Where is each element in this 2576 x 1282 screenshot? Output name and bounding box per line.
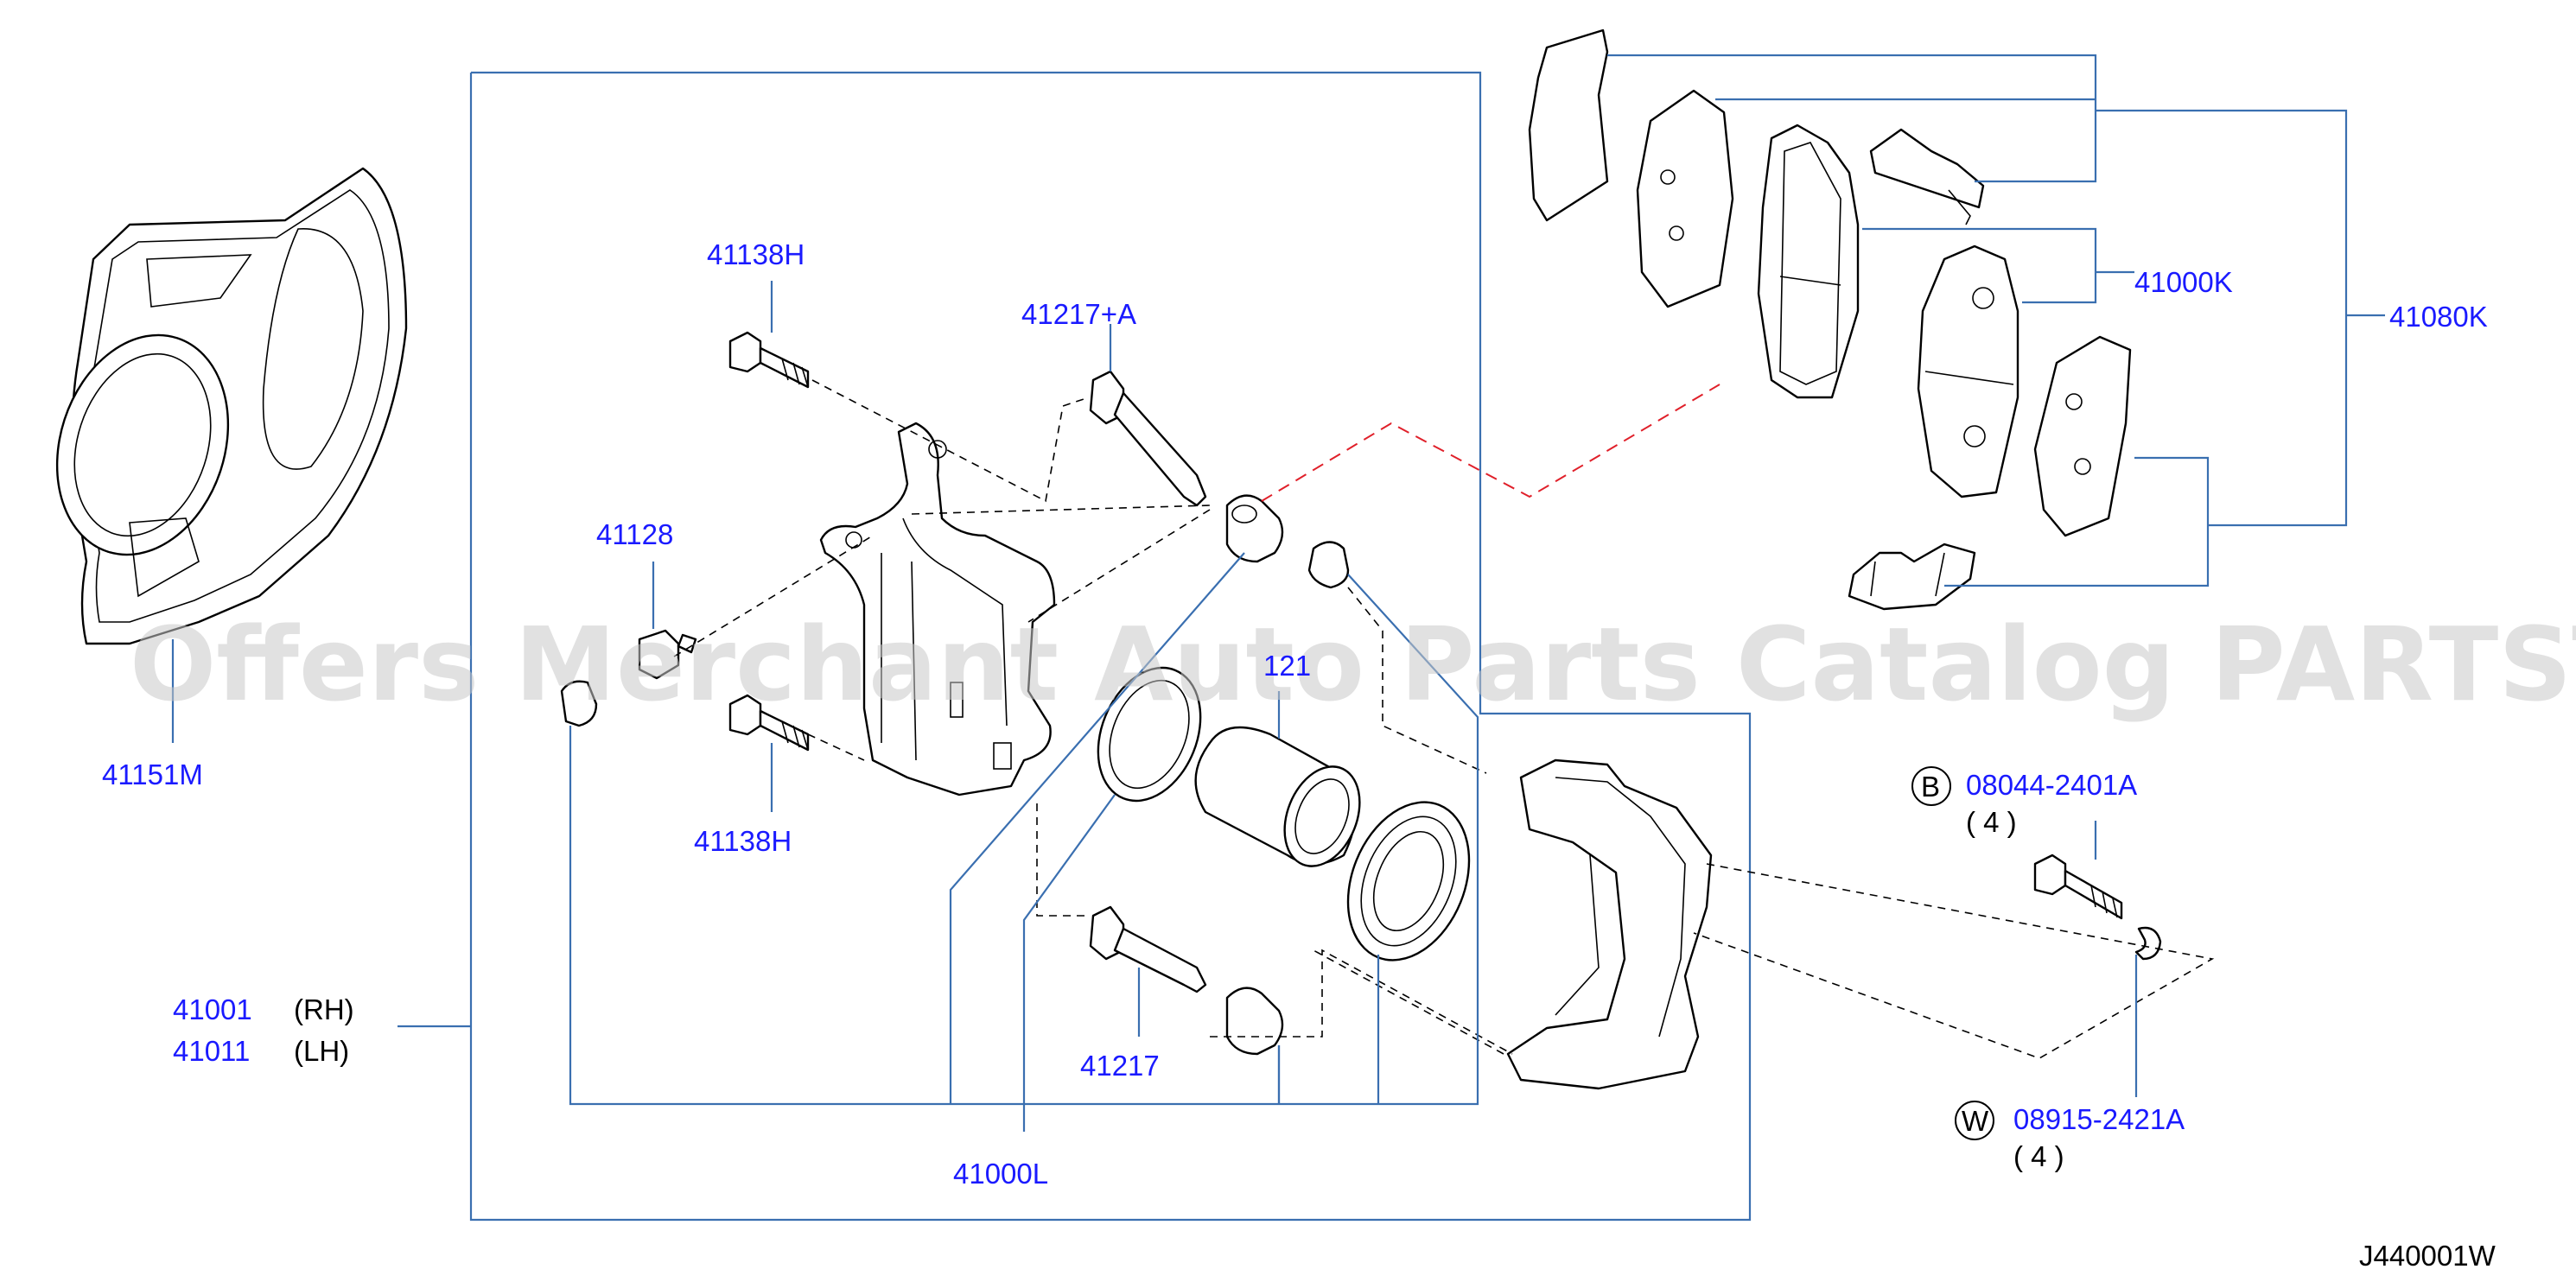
label-bolt-b-qty: ( 4 ) [1966,806,2017,838]
shim-inner [1636,89,1734,308]
label-washer-w[interactable]: 08915-2421A [2013,1103,2185,1135]
piston-seal [1097,666,1202,803]
bolt-bottom [728,694,810,752]
anti-rattle-clip-bottom [1848,543,1976,611]
label-pad-set[interactable]: 41080K [2389,301,2488,333]
brake-pad-inner [1917,244,2019,498]
mounting-bolt-b [2033,854,2123,920]
label-caliper-lh[interactable]: 41011 [173,1035,250,1067]
label-pad-kit[interactable]: 41000K [2134,266,2233,298]
washer-w [2134,926,2162,961]
label-bolt-top[interactable]: 41138H [707,238,805,270]
shim-outer [1528,29,1609,222]
anti-rattle-clip-top [1869,128,1985,225]
assembly-dashed-lines [673,379,2215,1059]
caliper-body [819,422,1056,796]
pin-cap [1307,541,1350,589]
marker-b-letter: B [1921,771,1940,803]
label-pin-bottom[interactable]: 41217 [1080,1050,1160,1082]
label-caliper-rh[interactable]: 41001 [173,993,252,1025]
label-kit-l[interactable]: 41000L [953,1158,1048,1190]
marker-w-circle [1955,1101,1994,1140]
pin-boot-bottom [1225,987,1284,1056]
marker-w-letter: W [1962,1105,1989,1137]
leader-lines [569,54,2385,1132]
marker-b-circle [1911,766,1951,806]
brake-pad-outer [1757,124,1860,399]
label-seal-partial[interactable]: 121 [1263,650,1311,682]
figure-id: J440001W [2359,1240,2496,1272]
watermark-text: Offers Merchant Auto Parts Catalog PARTS… [130,605,2576,724]
bolt-top [728,331,810,389]
shim-lower [2033,335,2132,537]
label-caliper-rh-suffix: (RH) [294,993,354,1025]
dust-shield [55,167,408,743]
label-pin-top[interactable]: 41217+A [1021,298,1136,330]
piston-boot [1346,801,1471,962]
slide-pin-bottom [1089,905,1207,993]
label-shield[interactable]: 41151M [102,758,203,790]
caliper-bracket [1506,758,1713,1090]
label-bolt-b[interactable]: 08044-2401A [1966,769,2137,801]
label-bleeder[interactable]: 41128 [596,518,673,550]
pin-boot-top [1225,494,1284,563]
slide-pin-top [1089,370,1207,507]
bleeder-screw [560,629,697,727]
piston [1194,726,1361,867]
label-washer-w-qty: ( 4 ) [2013,1140,2064,1172]
label-caliper-lh-suffix: (LH) [294,1035,349,1067]
main-frame [398,71,1752,1222]
part-labels: 41151M 41138H 41138H 41128 41217+A 41217… [102,238,2496,1272]
label-bolt-bottom[interactable]: 41138H [694,825,792,857]
